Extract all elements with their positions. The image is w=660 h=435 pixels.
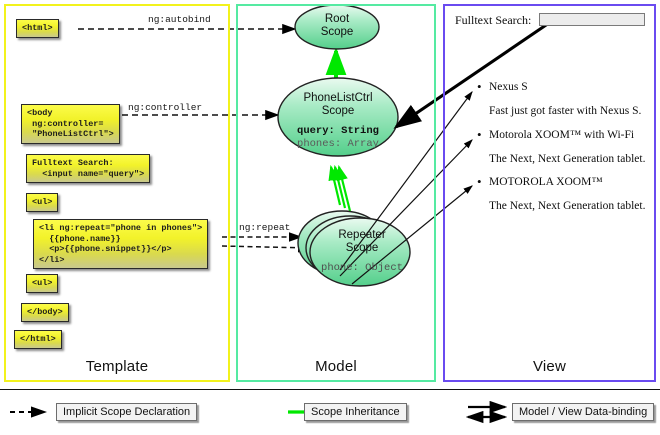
phonelistctrl-scope-prop-phones: phones: Array [297, 138, 379, 150]
panel-view [443, 4, 656, 382]
view-item-snippet-3: The Next, Next Generation tablet. [489, 200, 646, 212]
code-box-body-close: </body> [21, 303, 69, 322]
panel-label-view: View [532, 358, 567, 375]
arrow-databinding-item-2 [339, 139, 473, 277]
view-fulltext-label: Fulltext Search: [455, 13, 532, 27]
panel-model [236, 4, 436, 382]
arrow-scope-inheritance-repeater [328, 164, 352, 212]
code-box-fulltext-search: Fulltext Search: <input name="query"> [26, 154, 151, 183]
legend-label-scope-inheritance: Scope Inheritance [304, 403, 407, 421]
repeater-scope-title-line1: Repeater [338, 229, 385, 241]
legend-label-implicit-scope-declaration: Implicit Scope Declaration [56, 403, 198, 421]
code-box-ul-close: <ul> [26, 274, 59, 293]
code-box-html-open: <html> [16, 19, 59, 38]
view-item-name-2: Motorola XOOM™ with Wi-Fi [489, 129, 635, 141]
arrow-databinding-query [393, 21, 550, 129]
view-list-bullet-3: • [477, 174, 482, 189]
view-list-bullet-2: • [477, 127, 482, 142]
view-item-snippet-1: Fast just got faster with Nexus S. [489, 105, 642, 117]
legend-label-model-view-data-binding: Model / View Data-binding [512, 403, 655, 421]
code-box-html-close: </html> [14, 330, 62, 349]
fulltext-search-input[interactable] [539, 13, 645, 26]
panel-template [4, 4, 230, 382]
panel-label-template: Template [85, 358, 149, 375]
view-item-snippet-2: The Next, Next Generation tablet. [489, 153, 646, 165]
phonelistctrl-scope-title-line1: PhoneListCtrl [303, 92, 372, 104]
phonelistctrl-scope-title-line2: Scope [322, 105, 355, 117]
root-scope-title-line1: Root [325, 13, 350, 25]
repeater-scope-ellipse [309, 217, 411, 287]
code-box-body-open: <body ng:controller= "PhoneListCtrl"> [21, 104, 120, 144]
panel-label-model: Model [315, 358, 357, 375]
arrow-databinding-item-3 [351, 185, 473, 285]
code-box-li-repeat: <li ng:repeat="phone in phones"> {{phone… [33, 219, 209, 269]
repeater-scope-prop-phone: phone: Object [321, 262, 403, 274]
label-ng-autobind: ng:autobind [148, 14, 211, 25]
arrow-databinding-item-1 [339, 91, 473, 271]
view-list-bullet-1: • [477, 79, 482, 94]
arrow-ng-repeat [221, 232, 312, 253]
code-box-ul-open: <ul> [26, 193, 59, 212]
phonelistctrl-scope-prop-query: query: String [297, 125, 379, 137]
view-item-name-1: Nexus S [489, 81, 528, 93]
label-ng-repeat: ng:repeat [239, 222, 291, 233]
label-ng-controller: ng:controller [128, 102, 203, 113]
view-item-name-3: MOTOROLA XOOM™ [489, 176, 603, 188]
legend: Implicit Scope Declaration Scope Inherit… [0, 390, 660, 435]
root-scope-title-line2: Scope [321, 26, 354, 38]
repeater-scope-title-line2: Scope [346, 242, 379, 254]
